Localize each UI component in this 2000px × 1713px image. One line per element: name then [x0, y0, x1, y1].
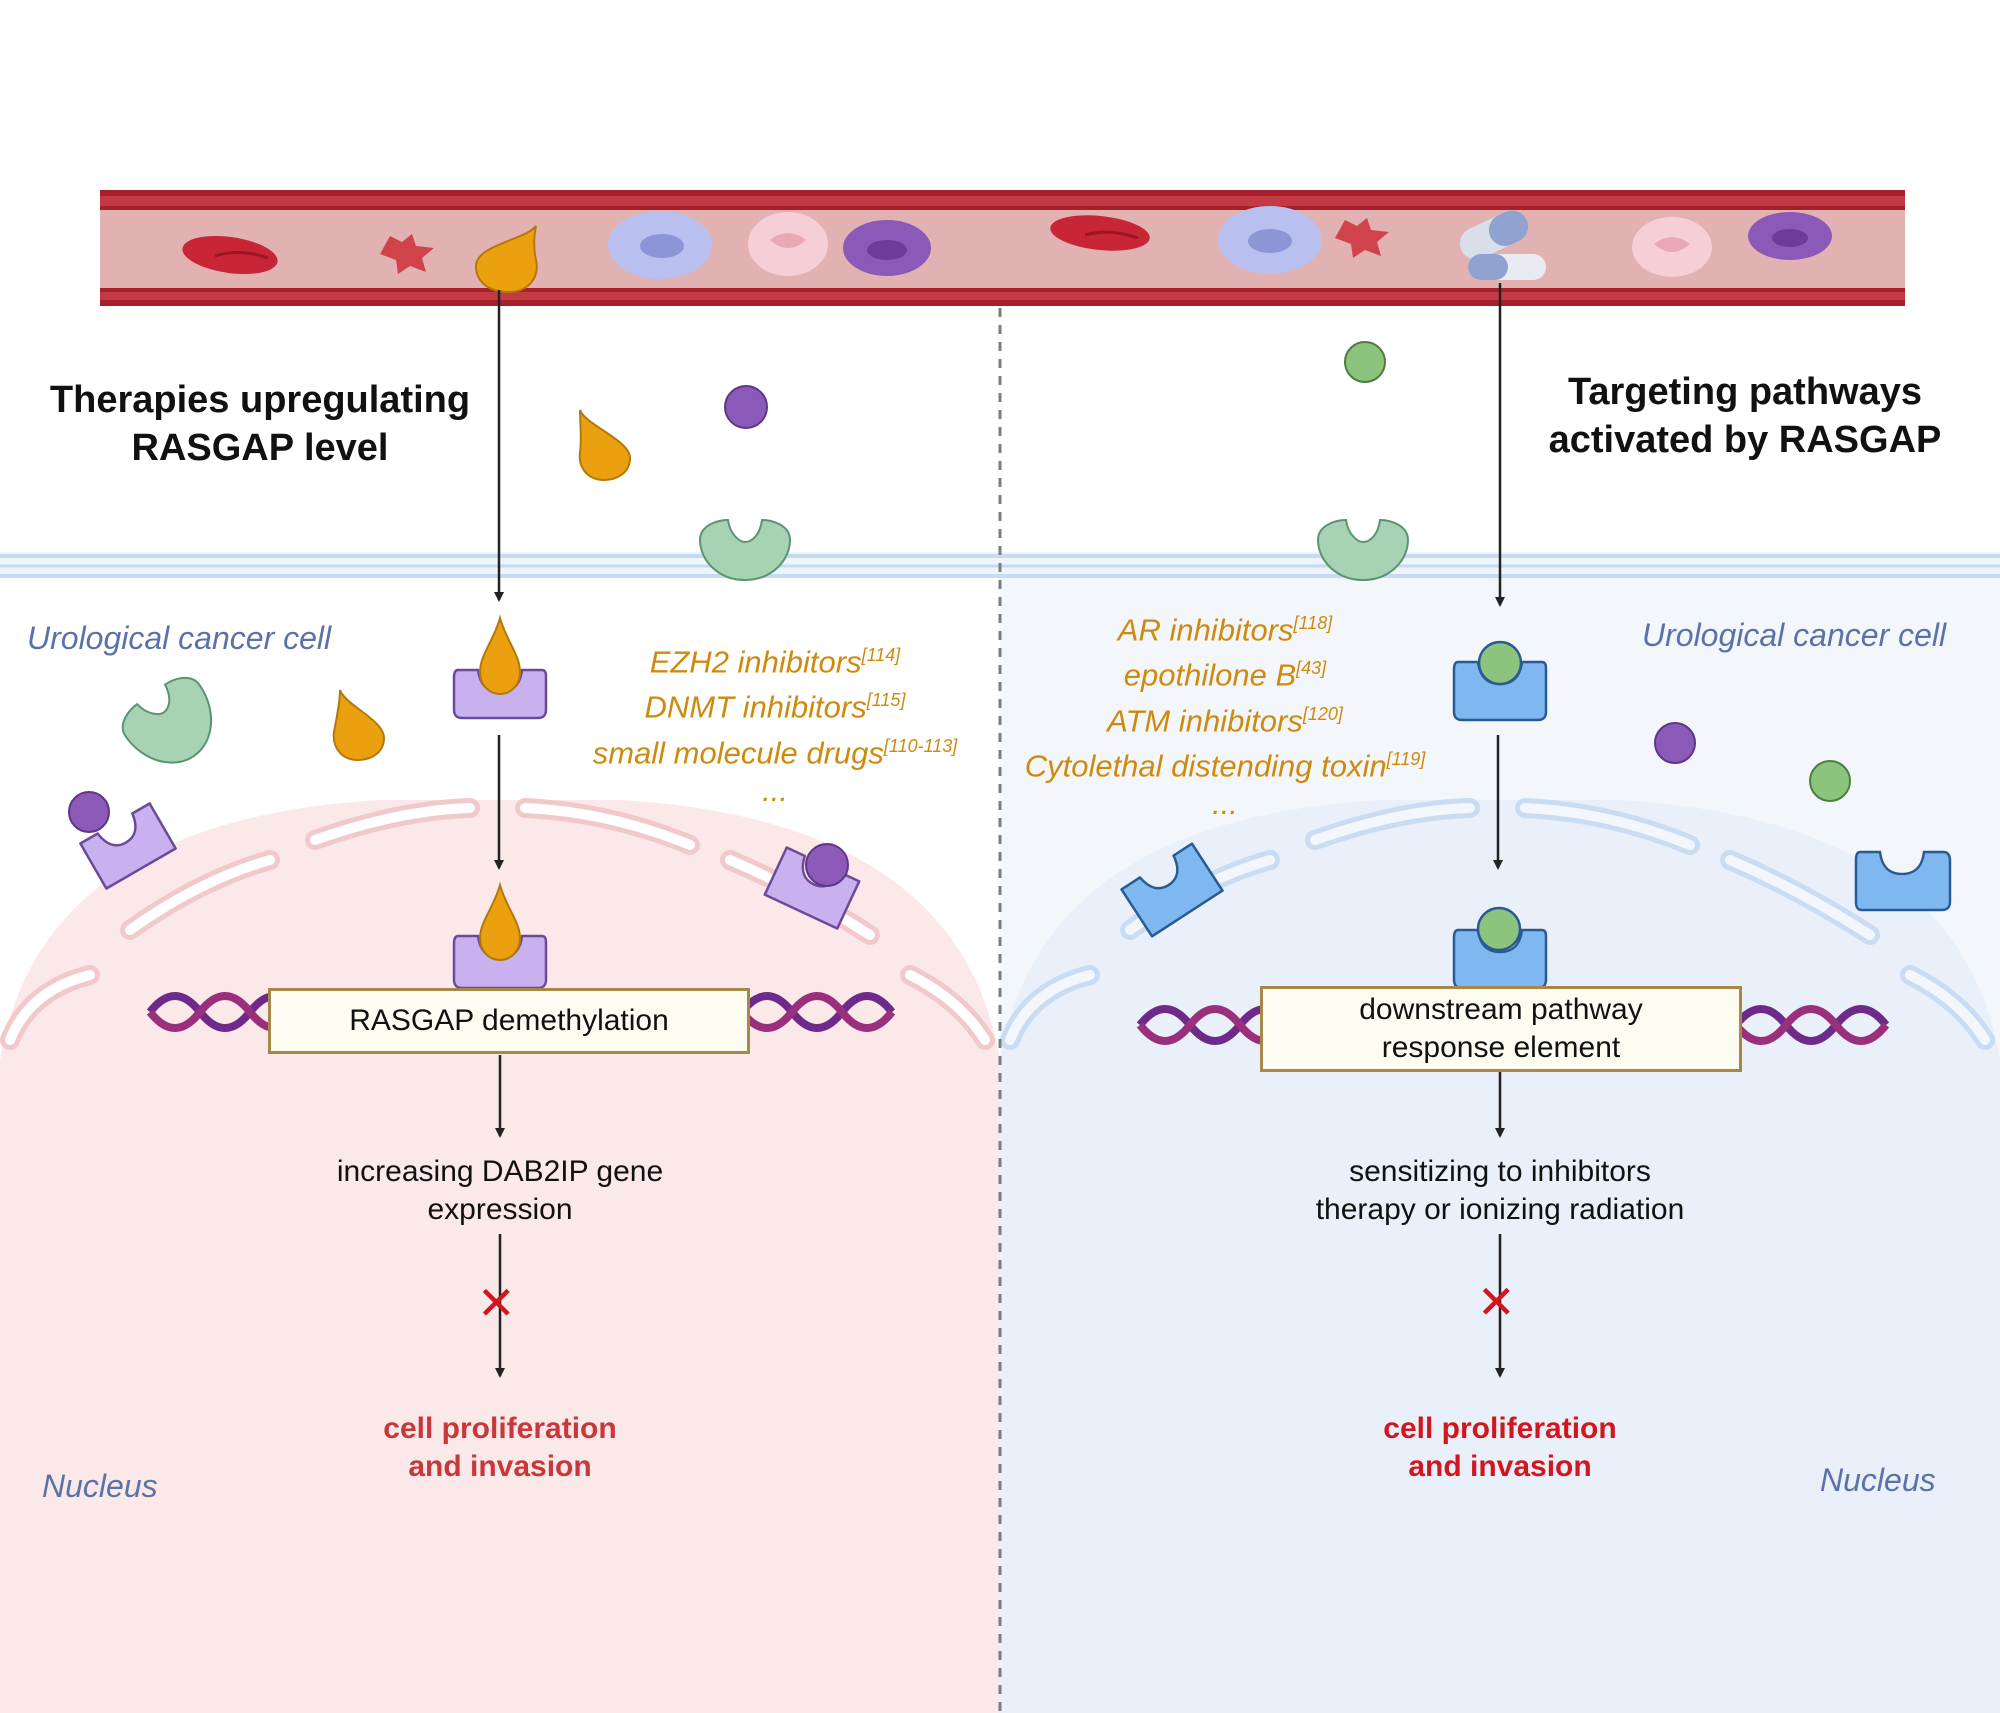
left-drug-more: ... — [762, 772, 788, 808]
drug-drop-icon-2 — [578, 409, 632, 482]
green-receptor-3 — [121, 676, 212, 764]
response-element-box: downstream pathway response element — [1260, 986, 1742, 1072]
capsule-icon — [1459, 210, 1546, 280]
right-step-line2: therapy or ionizing radiation — [1315, 1193, 1685, 1226]
right-drug-item: epothilone B[43] — [1123, 657, 1327, 693]
right-step-line1: sensitizing to inhibitors — [1349, 1155, 1651, 1188]
left-drug-list: EZH2 inhibitors[114] DNMT inhibitors[115… — [560, 636, 990, 810]
purple-receptor-bound — [68, 791, 177, 890]
left-heading: Therapies upregulating RASGAP level — [20, 376, 500, 472]
right-receptor-with-ligand — [1452, 640, 1548, 722]
purple-receptor-bound-2 — [763, 843, 861, 930]
right-outcome-line1: cell proliferation — [1383, 1412, 1617, 1445]
right-drug-item: ATM inhibitors[120] — [1107, 702, 1343, 738]
green-ligand-2 — [1809, 760, 1851, 802]
right-step-text: sensitizing to inhibitors therapy or ion… — [1270, 1153, 1730, 1229]
left-block-icon: ✕ — [477, 1276, 516, 1330]
left-step-line1: increasing DAB2IP gene — [336, 1155, 664, 1188]
purple-ligand-2 — [1654, 722, 1696, 764]
right-heading: Targeting pathways activated by RASGAP — [1500, 368, 1990, 464]
right-drug-more: ... — [1212, 786, 1238, 822]
right-outcome-line2: and invasion — [1408, 1450, 1592, 1483]
blue-receptor-2 — [1854, 850, 1952, 912]
left-drug-item: EZH2 inhibitors[114] — [649, 644, 901, 680]
green-receptor — [698, 518, 792, 582]
left-nucleus-label: Nucleus — [42, 1468, 158, 1504]
left-outcome-line2: and invasion — [408, 1450, 592, 1483]
rasgap-demethylation-box: RASGAP demethylation — [268, 988, 750, 1054]
right-cell-label: Urological cancer cell — [1642, 617, 1947, 653]
right-drug-item: AR inhibitors[118] — [1117, 612, 1333, 648]
right-nucleus-label: Nucleus — [1820, 1462, 1936, 1498]
left-outcome: cell proliferation and invasion — [300, 1410, 700, 1486]
left-cell-label: Urological cancer cell — [27, 620, 332, 656]
left-outcome-line1: cell proliferation — [383, 1412, 617, 1445]
right-heading-line2: activated by RASGAP — [1548, 419, 1942, 461]
right-outcome: cell proliferation and invasion — [1300, 1410, 1700, 1486]
green-ligand — [1344, 341, 1386, 383]
platelet — [380, 234, 434, 274]
drug-drop-icon — [474, 225, 538, 294]
right-nuclear-receptor-with-ligand — [1452, 906, 1548, 990]
left-heading-line1: Therapies upregulating — [49, 379, 471, 421]
left-nuclear-receptor-with-drug — [452, 881, 548, 990]
blue-receptor — [1120, 842, 1224, 938]
red-blood-cell — [182, 235, 278, 275]
right-drug-item: Cytolethal distending toxin[119] — [1024, 748, 1426, 784]
rasgap-demethylation-label: RASGAP demethylation — [349, 1004, 669, 1037]
response-element-line1: downstream pathway — [1359, 993, 1643, 1026]
blood-vessel — [100, 190, 1905, 306]
purple-ligand — [724, 385, 768, 429]
left-step-text: increasing DAB2IP gene expression — [280, 1153, 720, 1229]
right-heading-line1: Targeting pathways — [1567, 371, 1923, 413]
response-element-line2: response element — [1381, 1031, 1621, 1064]
right-block-icon: ✕ — [1477, 1275, 1516, 1329]
left-receptor-with-drug — [452, 614, 548, 720]
drug-drop-icon-3 — [332, 689, 386, 762]
left-drug-item: small molecule drugs[110-113] — [592, 734, 958, 770]
right-drug-list: AR inhibitors[118] epothilone B[43] ATM … — [1005, 604, 1445, 823]
left-heading-line2: RASGAP level — [131, 427, 389, 469]
green-receptor-2 — [1316, 518, 1410, 582]
platelet-2 — [1335, 218, 1389, 258]
left-step-line2: expression — [427, 1193, 573, 1226]
left-drug-item: DNMT inhibitors[115] — [644, 689, 906, 725]
